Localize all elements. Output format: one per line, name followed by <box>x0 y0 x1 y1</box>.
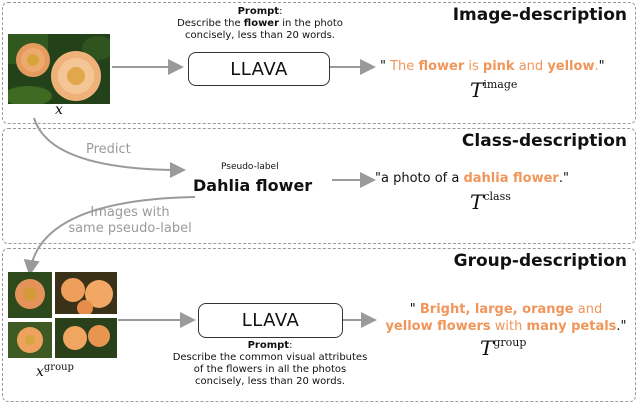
input-symbol-x: x <box>55 102 63 118</box>
class-description-title: Class-description <box>461 131 627 151</box>
text-symbol-class: Tclass <box>470 190 511 214</box>
group-description-panel: Group-description <box>2 248 636 402</box>
group-photo-4 <box>55 318 117 358</box>
image-prompt: Prompt: Describe the flower in the photo… <box>177 6 343 41</box>
arrow-same-label <box>23 196 196 276</box>
same-pseudo-label-caption: Images with same pseudo-label <box>68 205 192 236</box>
pseudo-label-caption: Pseudo-label <box>221 162 279 172</box>
llava-model-box-group: LLAVA <box>198 303 343 338</box>
group-photo-1 <box>8 272 52 318</box>
group-prompt: Prompt: Describe the common visual attri… <box>172 340 368 387</box>
flower-photo <box>8 34 110 104</box>
predict-label: Predict <box>86 142 131 157</box>
group-description-output: " Bright, large, orange and yellow flowe… <box>385 302 627 334</box>
class-description-panel: Class-description <box>2 128 636 244</box>
class-description-output: "a photo of a dahlia flower." <box>375 171 569 186</box>
group-photo-grid <box>8 272 118 358</box>
text-symbol-group: Tgroup <box>480 336 527 360</box>
flower-photo-art <box>8 34 110 104</box>
pseudo-label-value: Dahlia flower <box>193 176 313 195</box>
group-photo-3 <box>8 322 52 358</box>
image-description-output: " The flower is pink and yellow." <box>380 59 605 74</box>
image-description-title: Image-description <box>452 5 627 25</box>
group-photo-2 <box>55 272 117 314</box>
llava-model-box-image: LLAVA <box>188 52 330 86</box>
image-description-panel: Image-description <box>2 2 636 124</box>
text-symbol-image: Timage <box>470 78 518 102</box>
arrow-predict <box>33 117 186 178</box>
input-symbol-x-group: xgroup <box>36 362 74 380</box>
group-description-title: Group-description <box>453 251 627 271</box>
